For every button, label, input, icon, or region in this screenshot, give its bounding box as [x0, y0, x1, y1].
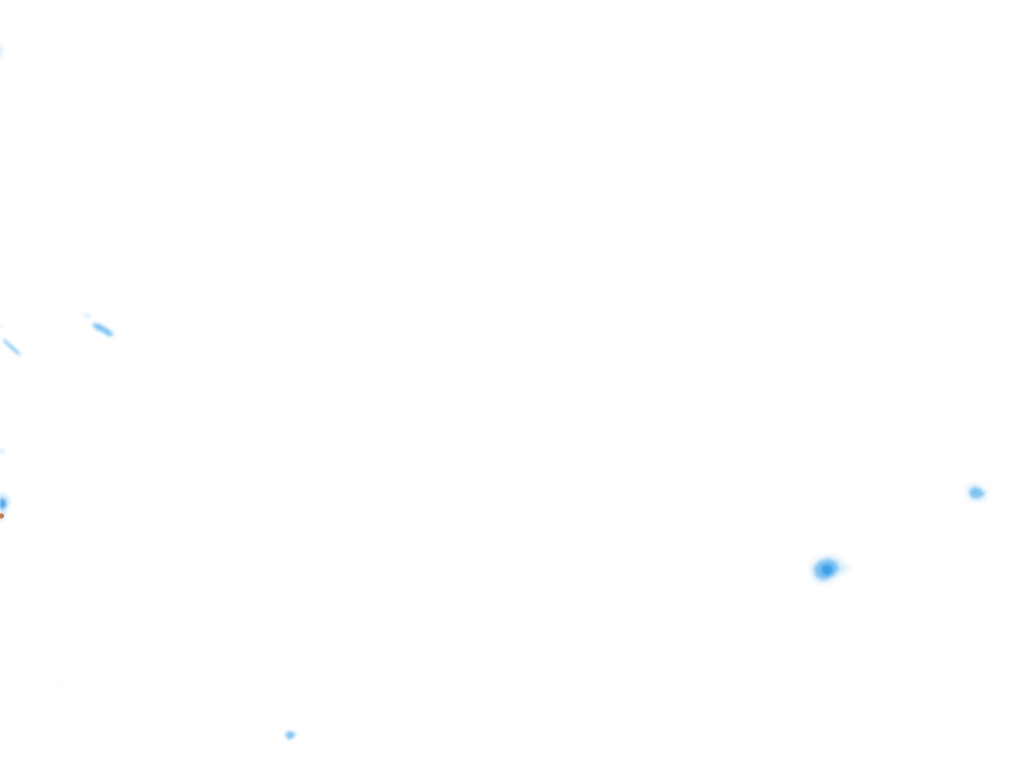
- precip-cell-left-edge-core: [0, 492, 11, 522]
- precip-cell-south: [285, 731, 296, 740]
- precip-cell-left-edge-streak: [0, 322, 22, 356]
- precip-cell-west-streaks: [82, 312, 114, 337]
- precip-cell-far-east: [966, 484, 988, 501]
- precip-specks-scattered: [59, 203, 471, 682]
- precip-cell-left-edge-speck: [0, 448, 5, 454]
- precip-cell-top-left-edge: [0, 42, 3, 58]
- precip-cell-east-large: [810, 556, 850, 584]
